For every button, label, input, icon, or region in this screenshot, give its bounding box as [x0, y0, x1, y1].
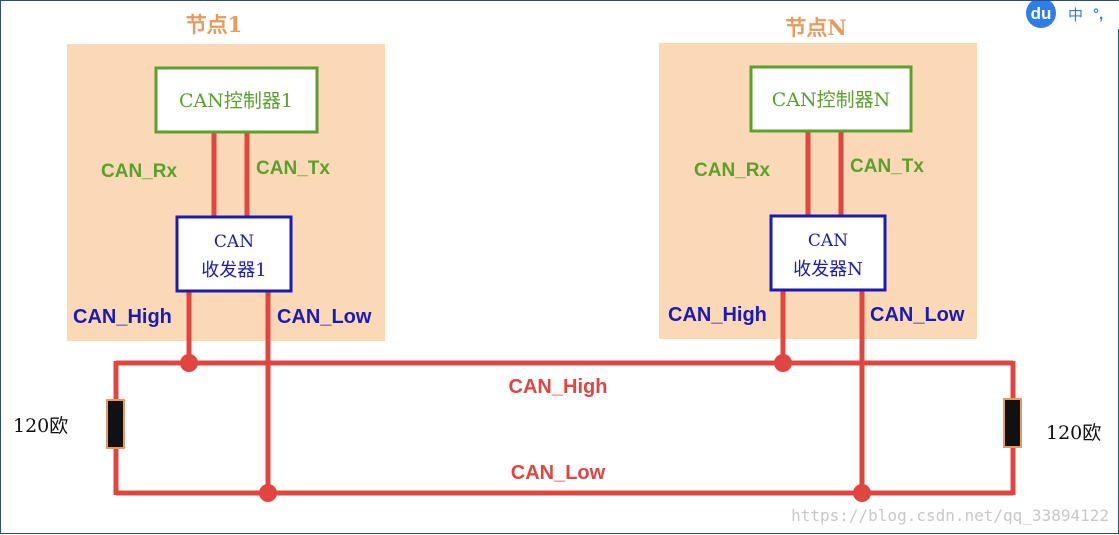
nodeN-tx-label: CAN_Tx [850, 156, 924, 177]
ime-punct-indicator[interactable]: °, [1093, 6, 1103, 23]
nodeN-controller-box [749, 65, 913, 133]
node1-low-label: CAN_Low [277, 306, 372, 328]
watermark-url: https://blog.csdn.net/qq_33894122 [791, 506, 1109, 525]
node1-controller-label: CAN控制器1 [179, 90, 293, 112]
nodeN-transceiver-box [769, 214, 887, 292]
nodeN-high-label: CAN_High [668, 304, 767, 326]
node1-high-label: CAN_High [73, 306, 172, 328]
junction-nodeN-low [853, 484, 871, 502]
du-logo-icon[interactable] [1026, 1, 1056, 28]
junction-node1-low [259, 484, 277, 502]
node1-tx-label: CAN_Tx [256, 158, 330, 179]
node1-controller-box [154, 66, 319, 134]
nodeN-low-label: CAN_Low [870, 304, 965, 326]
resistor-right-label: 120欧 [1046, 422, 1101, 444]
node1-rx-label: CAN_Rx [101, 161, 177, 182]
node1-title: 节点1 [186, 12, 243, 37]
resistor-left-label: 120欧 [13, 415, 68, 437]
nodeN-transceiver-line2: 收发器N [793, 259, 863, 280]
nodeN-controller-label: CAN控制器N [772, 89, 891, 111]
junction-node1-high [180, 354, 198, 372]
resistor-right [1003, 398, 1022, 448]
node1-transceiver-line2: 收发器1 [201, 260, 266, 281]
junction-nodeN-high [774, 354, 792, 372]
node1-transceiver-line1: CAN [214, 232, 254, 252]
nodeN-transceiver-line1: CAN [808, 231, 848, 251]
bus-low-label: CAN_Low [511, 462, 606, 484]
ime-toolbar[interactable]: du 中 °, [1023, 1, 1119, 29]
nodeN-title: 节点N [785, 15, 846, 40]
resistor-left [106, 399, 125, 449]
bus-high-label: CAN_High [509, 376, 608, 398]
node1-transceiver-box [175, 215, 293, 293]
ime-lang-indicator[interactable]: 中 [1068, 7, 1083, 24]
nodeN-rx-label: CAN_Rx [694, 160, 770, 181]
du-logo-text: du [1031, 4, 1052, 23]
